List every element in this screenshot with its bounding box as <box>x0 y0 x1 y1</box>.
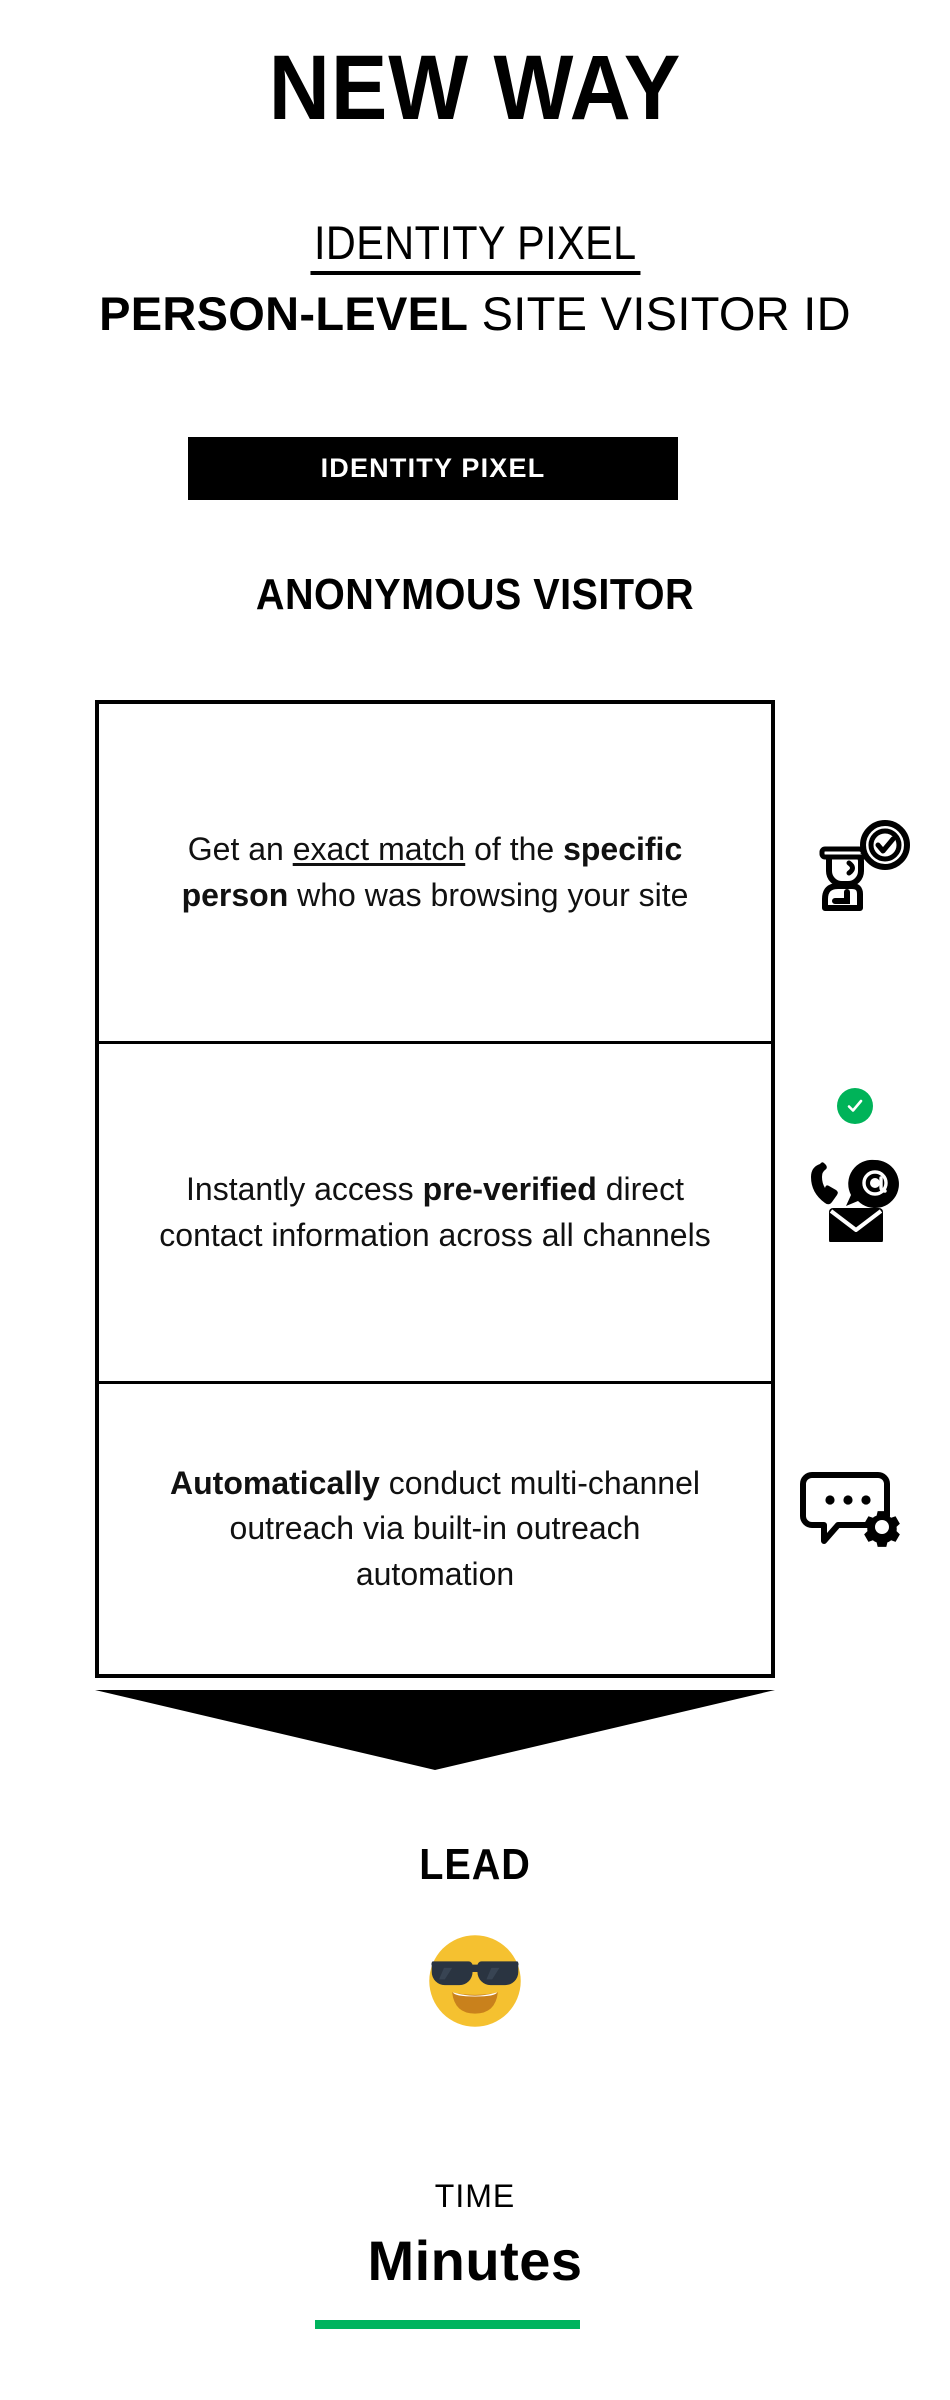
section-heading-anonymous-visitor: ANONYMOUS VISITOR <box>255 570 695 619</box>
step-1-pre: Get an <box>187 831 293 868</box>
step-box-3-text: Automatically conduct multi-channel outr… <box>147 1461 723 1597</box>
step-2-bold: pre-verified <box>422 1171 597 1208</box>
time-value: Minutes <box>367 2229 583 2292</box>
step-box-2: Instantly access pre-verified direct con… <box>99 1044 771 1384</box>
step-box-3: Automatically conduct multi-channel outr… <box>99 1384 771 1674</box>
person-verified-icon-svg <box>819 820 910 911</box>
time-label: TIME <box>434 2178 516 2214</box>
sunglasses-face-emoji <box>429 1935 521 2027</box>
phone-email-envelope-icon <box>811 1159 899 1242</box>
step-1-post: who was browsing your site <box>288 876 689 913</box>
chat-gear-icon <box>790 1450 920 1570</box>
header-subtitle-bold-part: PERSON-LEVEL <box>99 287 469 340</box>
step-1-mid: of the <box>465 831 564 868</box>
header-subtitle-rest-part: SITE VISITOR ID <box>468 287 851 340</box>
chat-gear-icon-svg <box>800 1472 900 1547</box>
header-subtitle-secondary: PERSON-LEVEL SITE VISITOR ID <box>0 288 950 340</box>
step-3-bold: Automatically <box>170 1464 380 1501</box>
header-subtitle-primary: IDENTITY PIXEL <box>310 218 640 276</box>
step-2-pre: Instantly access <box>186 1171 423 1208</box>
step-box-1-text: Get an exact match of the specific perso… <box>147 827 723 918</box>
step-box-1: Get an exact match of the specific perso… <box>99 704 771 1044</box>
step-2-post: direct contact information across all ch… <box>159 1171 711 1253</box>
step-box-2-text: Instantly access pre-verified direct con… <box>147 1167 723 1258</box>
downward-arrow-icon <box>95 1690 775 1770</box>
step-3-post: conduct multi-channel outreach via built… <box>229 1464 700 1592</box>
step-1-bold: specific person <box>181 831 683 913</box>
contact-channels-icon <box>790 1060 920 1270</box>
check-glyph-icon <box>847 1099 863 1112</box>
time-accent-underline <box>315 2320 580 2329</box>
step-box-stack: Get an exact match of the specific perso… <box>95 700 775 1678</box>
person-verified-icon <box>790 800 920 930</box>
step-1-underline: exact match <box>292 831 466 868</box>
identity-pixel-badge-label: IDENTITY PIXEL <box>320 453 546 483</box>
page-title: NEW WAY <box>268 37 682 139</box>
sunglasses-face-emoji-wrap <box>0 1932 950 2030</box>
lead-label: LEAD <box>419 1840 531 1889</box>
green-check-badge-icon <box>837 1088 873 1124</box>
header-subtitle-primary-wrap: IDENTITY PIXEL <box>0 218 950 276</box>
identity-pixel-badge: IDENTITY PIXEL <box>188 437 678 500</box>
